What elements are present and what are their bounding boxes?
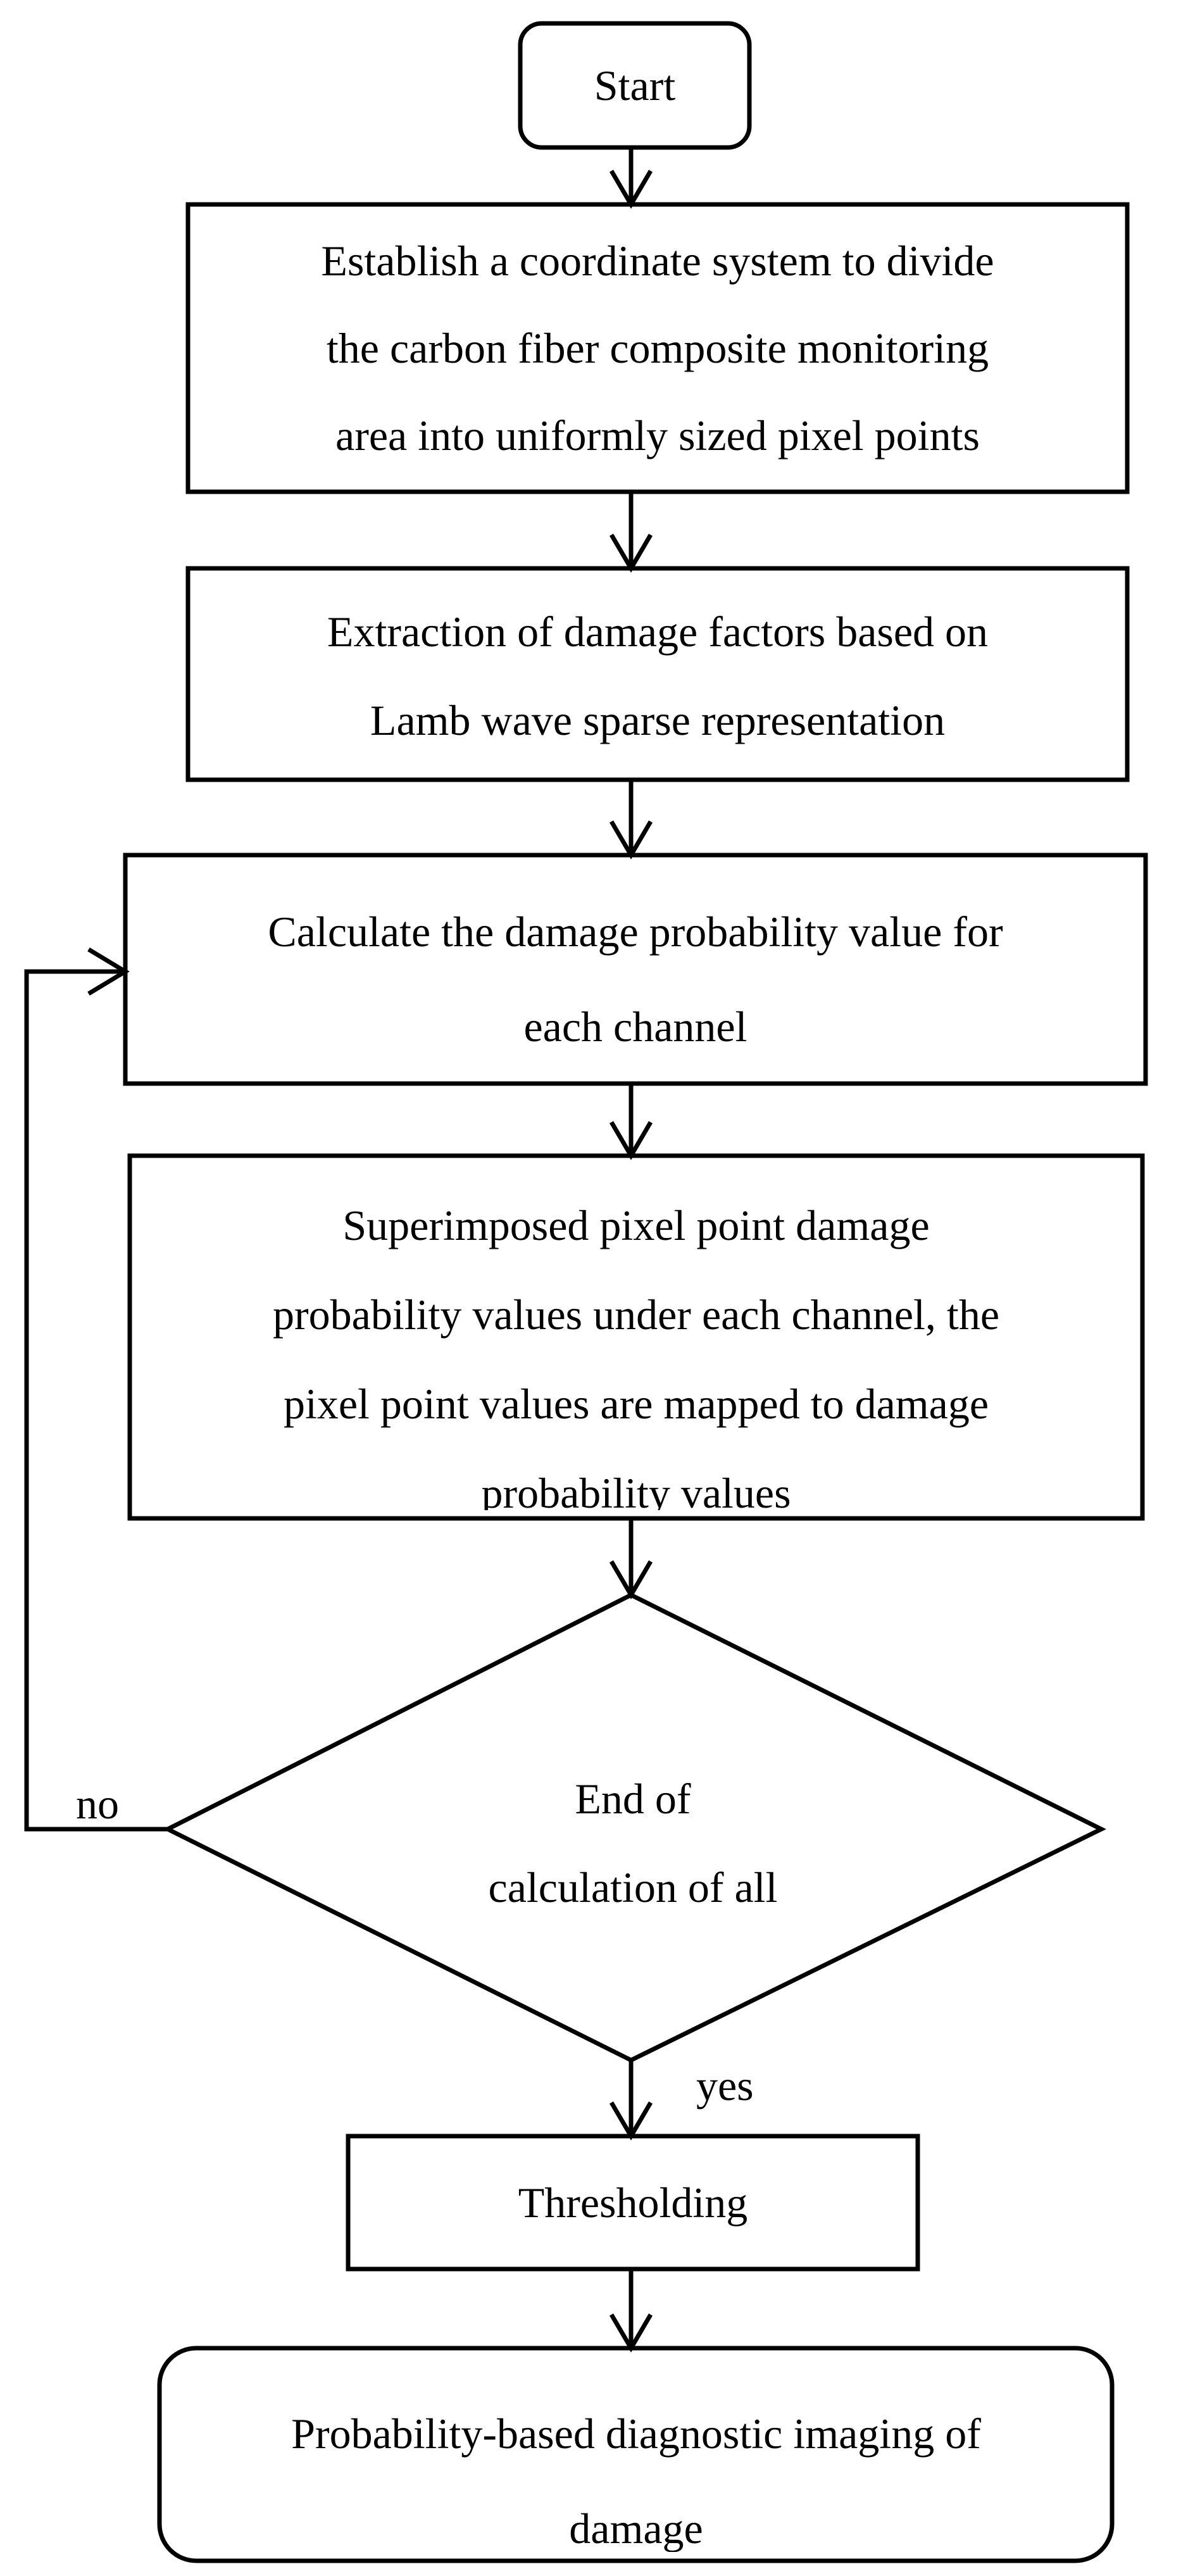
arrow-start-to-step1 <box>609 147 653 209</box>
step1-label: Establish a coordinate system to divide … <box>321 237 994 460</box>
end-node-shape <box>157 2346 1115 2563</box>
step2-box <box>185 566 1130 782</box>
step4-box <box>127 1153 1145 1521</box>
arrow-no-loop-back <box>24 947 168 1832</box>
start-label: Start <box>594 61 676 109</box>
arrow-step3-to-step4 <box>609 1084 653 1160</box>
arrow-step1-to-step2 <box>609 492 653 573</box>
decision-label: End of calculation of all <box>488 1775 778 1911</box>
arrow-step2-to-step3 <box>609 780 653 860</box>
step2-label: Extraction of damage factors based on La… <box>327 608 989 744</box>
yes-edge-label: yes <box>696 2061 754 2110</box>
thresholding-label: Thresholding <box>518 2179 748 2227</box>
no-edge-label: no <box>76 1780 119 1828</box>
step3-label: Calculate the damage probability value f… <box>268 908 1003 1051</box>
step4-label: Superimposed pixel point damage probabil… <box>273 1201 999 1510</box>
arrow-thresholding-to-end <box>609 2269 653 2353</box>
step1-box <box>185 202 1130 494</box>
start-node-shape <box>518 21 752 150</box>
arrow-step4-to-decision <box>609 1518 653 1599</box>
arrow-decision-to-thresholding <box>609 2060 653 2141</box>
end-label: Probability-based diagnostic imaging of … <box>291 2410 981 2552</box>
